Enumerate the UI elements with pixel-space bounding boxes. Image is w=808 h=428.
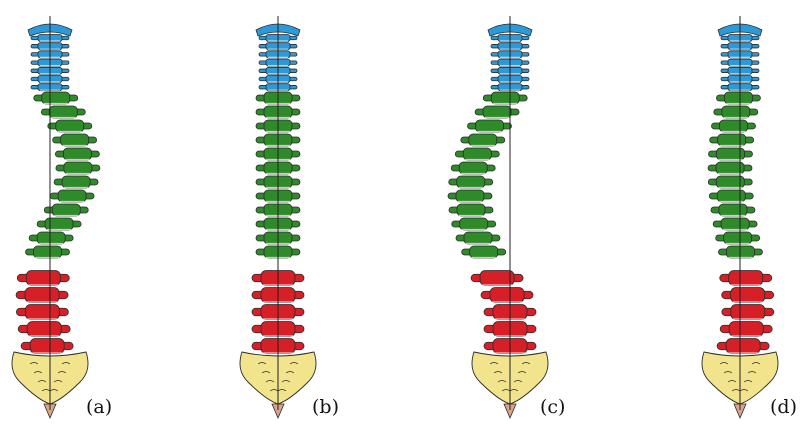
thoracic-vertebra-c	[483, 92, 527, 104]
thoracic-vertebra-a	[56, 162, 100, 174]
lumbar-vertebra-a	[16, 288, 68, 303]
thoracic-vertebra-d	[714, 106, 758, 118]
thoracic-vertebra-d	[712, 120, 756, 132]
lumbar-vertebra-c	[471, 271, 523, 286]
panel-label-a: (a)	[86, 396, 112, 418]
panel-label-d: (d)	[770, 396, 797, 418]
spine-d	[702, 16, 778, 418]
thoracic-vertebra-a	[55, 148, 99, 160]
thoracic-vertebra-c	[448, 190, 492, 202]
spine-a	[12, 16, 100, 418]
thoracic-vertebra-a	[26, 246, 70, 258]
thoracic-vertebra-a	[29, 232, 73, 244]
lumbar-vertebra-a	[17, 271, 69, 286]
thoracic-vertebra-d	[711, 204, 755, 216]
thoracic-vertebra-a	[37, 218, 81, 230]
lumbar-vertebra-d	[722, 288, 774, 303]
thoracic-vertebra-c	[456, 232, 500, 244]
thoracic-vertebra-a	[34, 92, 78, 104]
lumbar-vertebra-a	[18, 322, 70, 337]
lumbar-vertebra-c	[481, 288, 533, 303]
thoracic-vertebra-c	[451, 162, 495, 174]
thoracic-vertebra-a	[53, 134, 97, 146]
thoracic-vertebra-c	[452, 218, 496, 230]
thoracic-vertebra-d	[708, 148, 752, 160]
lumbar-vertebra-a	[21, 339, 73, 354]
thoracic-vertebra-d	[708, 176, 752, 188]
lumbar-vertebra-d	[722, 305, 774, 320]
lumbar-vertebra-d	[720, 322, 772, 337]
thoracic-vertebra-a	[50, 190, 94, 202]
thoracic-vertebra-c	[449, 176, 493, 188]
thoracic-vertebra-c	[462, 246, 506, 258]
lumbar-vertebra-a	[16, 305, 68, 320]
thoracic-vertebra-c	[467, 120, 511, 132]
thoracic-vertebra-d	[709, 190, 753, 202]
thoracic-vertebra-c	[475, 106, 519, 118]
panel-label-b: (b)	[312, 396, 339, 418]
lumbar-vertebra-d	[720, 271, 772, 286]
thoracic-vertebra-d	[716, 232, 760, 244]
lumbar-vertebra-d	[717, 339, 769, 354]
thoracic-vertebra-d	[713, 218, 757, 230]
thoracic-vertebra-d	[708, 162, 752, 174]
thoracic-vertebra-c	[461, 134, 505, 146]
thoracic-vertebra-d	[710, 134, 754, 146]
thoracic-vertebra-a	[48, 120, 92, 132]
spine-b	[240, 16, 316, 418]
panel-label-c: (c)	[540, 396, 565, 418]
thoracic-vertebra-c	[455, 148, 499, 160]
thoracic-vertebra-a	[41, 106, 85, 118]
spine-c	[448, 16, 548, 418]
thoracic-vertebra-a	[54, 176, 98, 188]
thoracic-vertebra-a	[44, 204, 88, 216]
thoracic-vertebra-c	[449, 204, 493, 216]
thoracic-vertebra-d	[716, 92, 760, 104]
